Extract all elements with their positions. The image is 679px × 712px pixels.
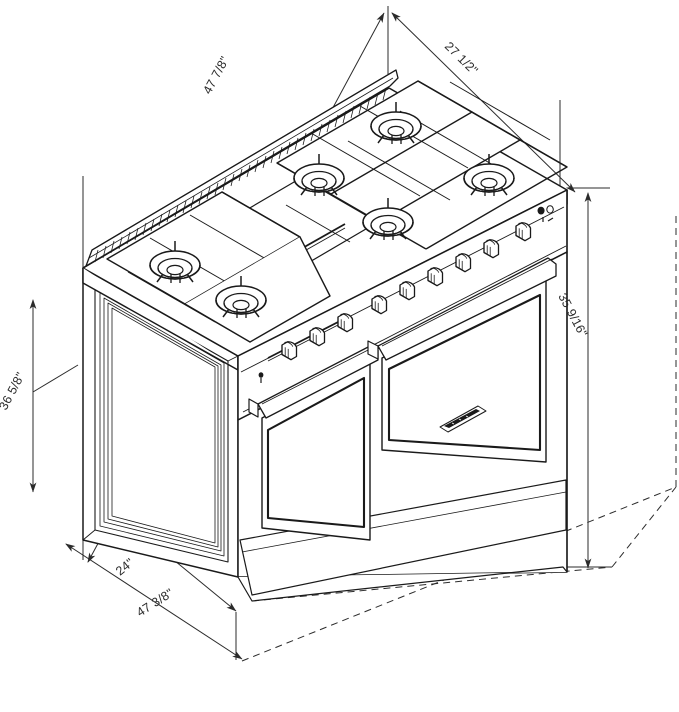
dim-width-top-rear: 47 7/8": [200, 54, 232, 96]
dim-depth-base: 24": [113, 556, 137, 579]
range-body: [82, 69, 568, 602]
oven-door-right[interactable]: [367, 257, 557, 463]
oven-nameplate-badge: [439, 405, 487, 433]
backguard-vent-rail: [85, 69, 399, 267]
dim-height-front-left: 36 5/8": [0, 370, 28, 412]
brand-logo-badge: [537, 205, 554, 222]
left-fascia-emblem: [258, 372, 264, 383]
oven-handle-right: [377, 257, 557, 361]
toe-kick: [239, 479, 567, 596]
vent-hatching: [94, 87, 387, 263]
dim-width-base: 47 3/8": [134, 586, 176, 620]
dim-depth-top: 27 1/2": [442, 39, 481, 77]
